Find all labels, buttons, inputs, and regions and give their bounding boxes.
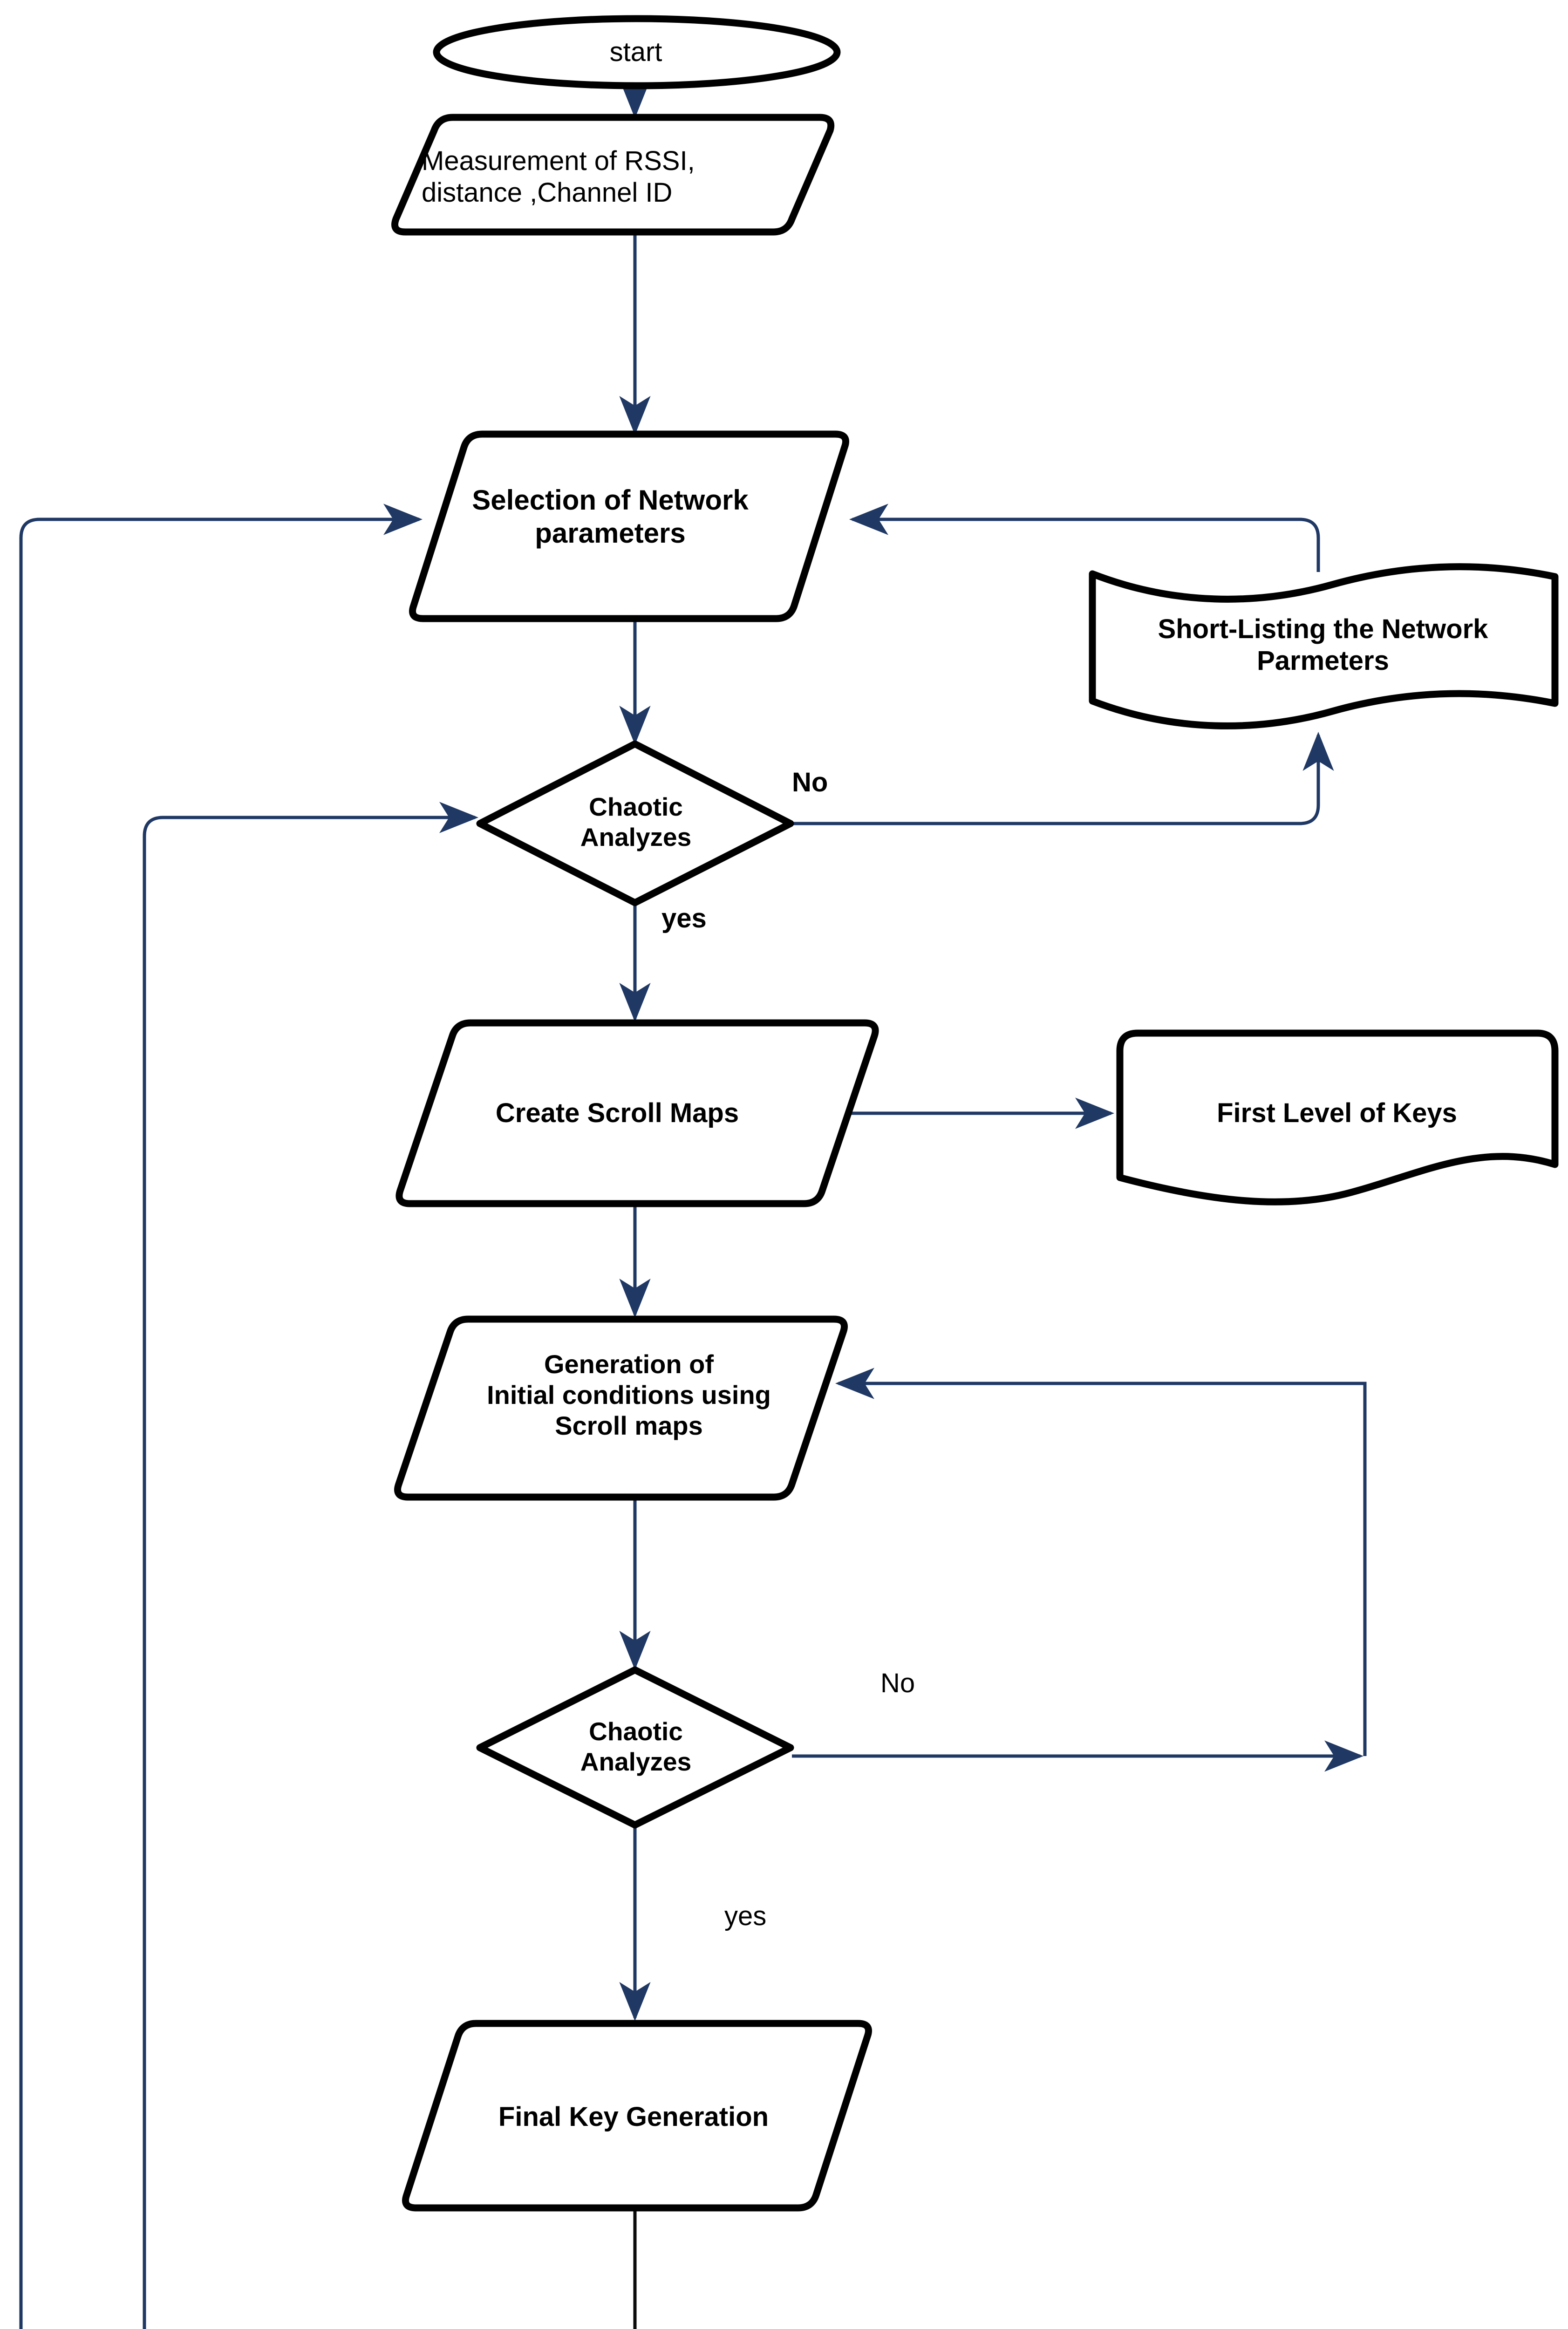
edge-shortlist-to-selection: [849, 504, 1320, 572]
shape-finalkey: [402, 2020, 872, 2212]
decision1-yes-label: yes: [661, 903, 707, 933]
shape-shortlist: [1089, 563, 1559, 729]
edge-feedback-inner-to-decision1: [143, 802, 478, 2329]
shape-firstlevelkeys: [1116, 1029, 1559, 1205]
shape-generation: [394, 1315, 848, 1501]
shape-decision2: [476, 1666, 794, 1829]
decision2-yes-label: yes: [724, 1901, 767, 1931]
shape-measurement: [391, 114, 835, 236]
shape-decision1: [476, 740, 794, 906]
edge-decision1-no-to-shortlist: [792, 732, 1334, 825]
edge-decision2-no-loop-to-generation: [835, 1368, 1367, 1756]
shape-start: [433, 15, 841, 89]
shape-createmaps: [395, 1019, 879, 1207]
edge-feedback-outer-to-selection: [19, 504, 423, 2329]
shape-selection: [409, 430, 849, 622]
decision1-no-label: No: [792, 767, 828, 797]
decision2-no-label: No: [880, 1668, 915, 1698]
